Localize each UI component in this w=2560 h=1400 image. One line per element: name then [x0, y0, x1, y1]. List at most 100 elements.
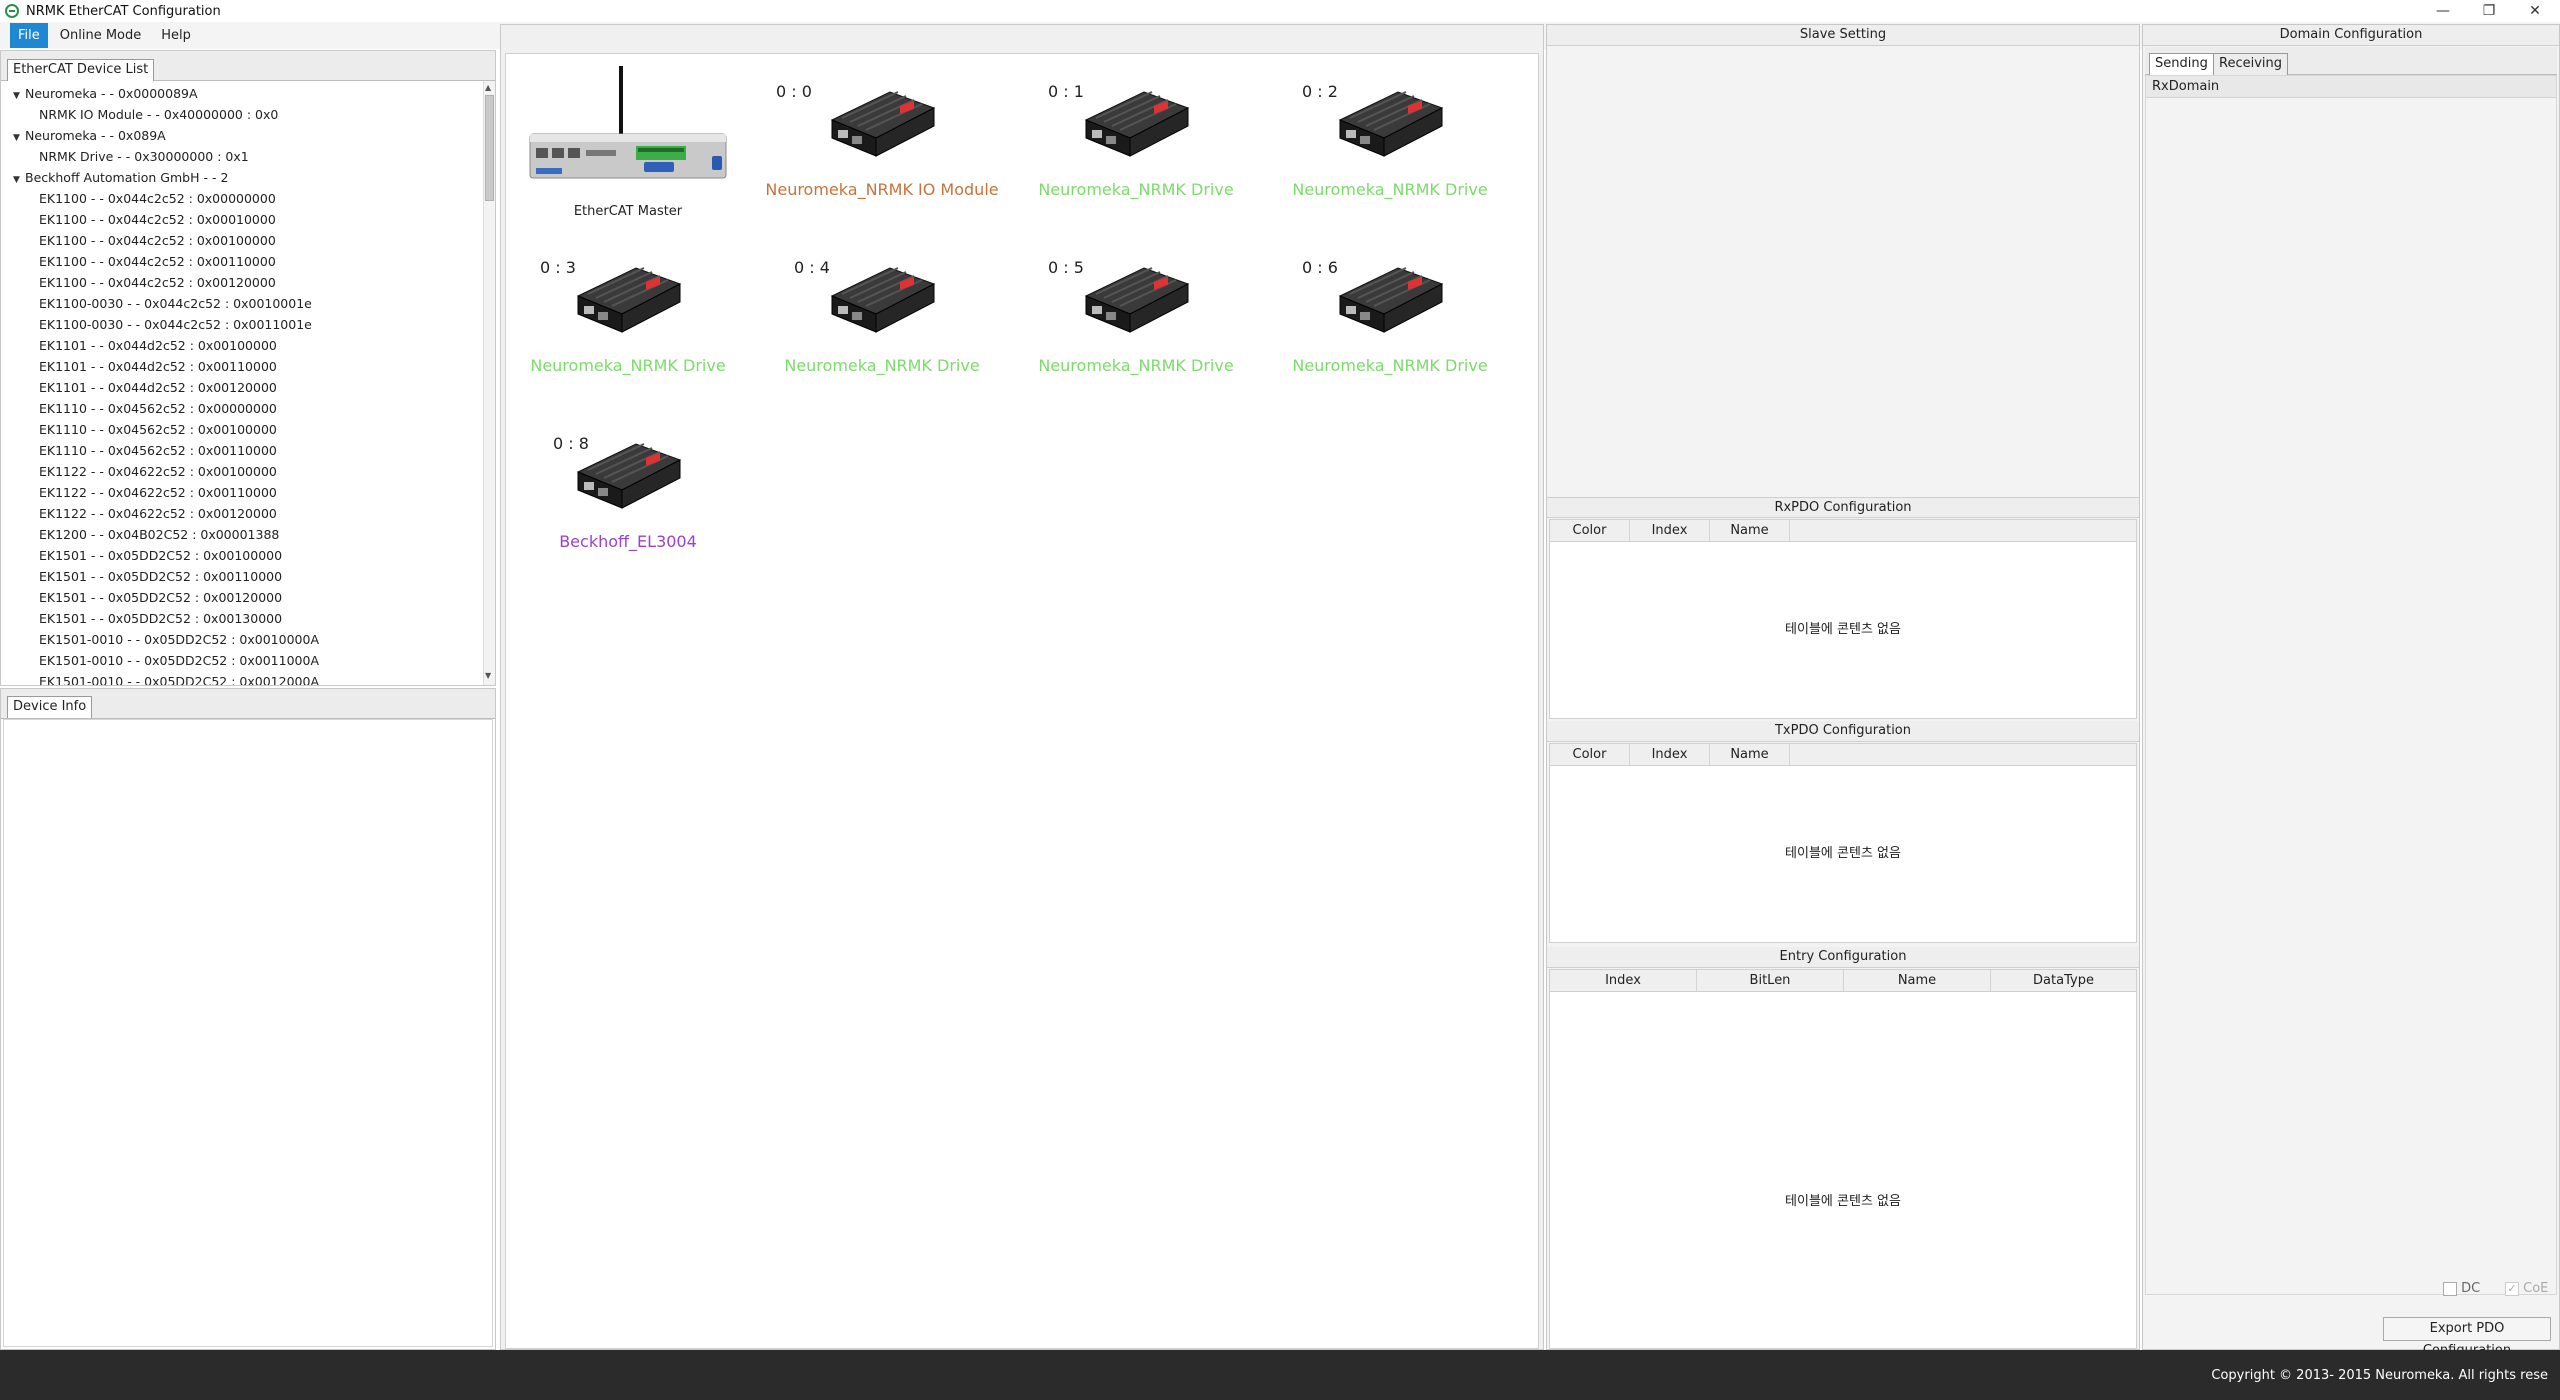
slave-device[interactable]: 0 : 3 Neuromeka_NRMK Drive [508, 258, 748, 388]
tree-device-node[interactable]: EK1100-0030 - - 0x044c2c52 : 0x0010001e [3, 293, 481, 314]
dc-option[interactable]: DC [2443, 1281, 2480, 1296]
txpdo-col-color[interactable]: Color [1550, 744, 1630, 765]
tree-device-node[interactable]: EK1501-0010 - - 0x05DD2C52 : 0x0010000A [3, 629, 481, 650]
tree-device-node[interactable]: NRMK IO Module - - 0x40000000 : 0x0 [3, 104, 481, 125]
tree-device-node[interactable]: EK1110 - - 0x04562c52 : 0x00100000 [3, 419, 481, 440]
drive-icon [576, 443, 682, 509]
topology-canvas [505, 53, 1539, 1349]
tree-vendor-node[interactable]: ▼Beckhoff Automation GmbH - - 2 [3, 167, 481, 188]
restore-button[interactable]: ❐ [2482, 3, 2496, 19]
domain-item[interactable]: RxDomain [2146, 76, 2556, 98]
tree-device-node[interactable]: EK1122 - - 0x04622c52 : 0x00100000 [3, 461, 481, 482]
slave-device[interactable]: 0 : 0 Neuromeka_NRMK IO Module [762, 82, 1002, 212]
rxpdo-col-filler [1790, 520, 2136, 541]
tree-device-node[interactable]: EK1501 - - 0x05DD2C52 : 0x00110000 [3, 566, 481, 587]
entry-col-name[interactable]: Name [1844, 970, 1991, 991]
entry-col-datatype[interactable]: DataType [2033, 973, 2094, 988]
slave-label: Neuromeka_NRMK Drive [784, 356, 980, 375]
tree-device-node[interactable]: EK1100 - - 0x044c2c52 : 0x00010000 [3, 209, 481, 230]
menu-help[interactable]: Help [161, 28, 191, 43]
app-icon [5, 4, 19, 18]
domain-config-column: Domain Configuration Sending Receiving R… [2142, 24, 2560, 1358]
menu-online-mode[interactable]: Online Mode [59, 28, 142, 43]
slave-device[interactable]: 0 : 8 Beckhoff_EL3004 [508, 434, 748, 564]
slave-device[interactable]: 0 : 2 Neuromeka_NRMK Drive [1270, 82, 1510, 212]
tree-device-node[interactable]: EK1501 - - 0x05DD2C52 : 0x00130000 [3, 608, 481, 629]
rxpdo-col-name[interactable]: Name [1710, 520, 1790, 541]
slave-label: Neuromeka_NRMK Drive [1038, 356, 1234, 375]
entry-col-index[interactable]: Index [1550, 970, 1697, 991]
tree-device-node[interactable]: EK1100-0030 - - 0x044c2c52 : 0x0011001e [3, 314, 481, 335]
tree-device-node[interactable]: EK1122 - - 0x04622c52 : 0x00120000 [3, 503, 481, 524]
tree-node-label: EK1501-0010 - - 0x05DD2C52 : 0x0010000A [39, 632, 319, 647]
expand-toggle-icon[interactable]: ▼ [13, 175, 20, 185]
tree-device-node[interactable]: EK1101 - - 0x044d2c52 : 0x00120000 [3, 377, 481, 398]
tree-device-node[interactable]: EK1100 - - 0x044c2c52 : 0x00000000 [3, 188, 481, 209]
tree-node-label: EK1110 - - 0x04562c52 : 0x00110000 [39, 443, 277, 458]
minimize-button[interactable]: — [2436, 3, 2450, 19]
txpdo-col-filler [1790, 744, 2136, 765]
tab-ethercat-device-list[interactable]: EtherCAT Device List [7, 59, 155, 81]
device-list-panel: EtherCAT Device List ▼ Neuromeka - - 0x00… [0, 50, 496, 686]
entry-columns: Index BitLen Name DataType [1550, 970, 2136, 992]
tree-device-node[interactable]: EK1501 - - 0x05DD2C52 : 0x00120000 [3, 587, 481, 608]
txpdo-col-name[interactable]: Name [1710, 744, 1790, 765]
scroll-up-icon[interactable]: ▲ [485, 83, 492, 92]
entry-col-bitlen[interactable]: BitLen [1697, 970, 1844, 991]
entry-empty-message: 테이블에 콘텐츠 없음 [1785, 1194, 1901, 1209]
ethercat-master[interactable]: EtherCAT Master [508, 64, 748, 224]
slave-device[interactable]: 0 : 1 Neuromeka_NRMK Drive [1016, 82, 1256, 212]
rxpdo-col-color[interactable]: Color [1550, 520, 1630, 541]
tree-device-node[interactable]: NRMK Drive - - 0x30000000 : 0x1 [3, 146, 481, 167]
tab-sending[interactable]: Sending [2149, 53, 2214, 75]
slave-device[interactable]: 0 : 4 Neuromeka_NRMK Drive [762, 258, 1002, 388]
txpdo-columns: Color Index Name [1550, 744, 2136, 766]
tree-node-label: Neuromeka - - 0x089A [25, 128, 166, 143]
dc-checkbox[interactable] [2443, 1281, 2457, 1296]
tree-device-node[interactable]: EK1501-0010 - - 0x05DD2C52 : 0x0012000A [3, 671, 481, 685]
window-title: NRMK EtherCAT Configuration [26, 3, 221, 19]
slave-address: 0 : 4 [794, 258, 830, 277]
tree-device-node[interactable]: EK1101 - - 0x044d2c52 : 0x00100000 [3, 335, 481, 356]
coe-option: ✓ CoE [2505, 1281, 2548, 1296]
tree-vendor-node[interactable]: ▼ Neuromeka - - 0x089A [3, 125, 481, 146]
tree-device-node[interactable]: EK1110 - - 0x04562c52 : 0x00000000 [3, 398, 481, 419]
master-device-icon [529, 66, 727, 179]
export-pdo-button[interactable]: Export PDO Configuration [2383, 1317, 2551, 1358]
expand-toggle-icon[interactable]: ▼ [13, 91, 20, 101]
slave-device[interactable]: 0 : 6 Neuromeka_NRMK Drive [1270, 258, 1510, 388]
tree-node-label: EK1501 - - 0x05DD2C52 : 0x00110000 [39, 569, 283, 584]
scroll-thumb[interactable] [485, 95, 494, 201]
tree-vendor-node[interactable]: ▼ Neuromeka - - 0x0000089A [3, 83, 481, 104]
master-label: EtherCAT Master [573, 204, 683, 219]
tree-device-node[interactable]: EK1501 - - 0x05DD2C52 : 0x00100000 [3, 545, 481, 566]
tree-node-label: EK1200 - - 0x04B02C52 : 0x00001388 [39, 527, 280, 542]
tree-device-node[interactable]: EK1100 - - 0x044c2c52 : 0x00120000 [3, 272, 481, 293]
device-tree: ▼ Neuromeka - - 0x0000089A NRMK IO Module … [3, 83, 481, 685]
tree-device-node[interactable]: EK1101 - - 0x044d2c52 : 0x00110000 [3, 356, 481, 377]
tree-device-node[interactable]: EK1501-0010 - - 0x05DD2C52 : 0x0011000A [3, 650, 481, 671]
slave-device[interactable]: 0 : 5 Neuromeka_NRMK Drive [1016, 258, 1256, 388]
slave-setting-header: Slave Setting [1547, 25, 2139, 46]
title-bar: NRMK EtherCAT Configuration — ❐ ✕ [0, 0, 2560, 22]
menu-file[interactable]: File [10, 23, 48, 48]
rxpdo-col-index[interactable]: Index [1630, 520, 1710, 541]
tree-node-label: EK1501 - - 0x05DD2C52 : 0x00130000 [39, 611, 283, 626]
tree-device-node[interactable]: EK1110 - - 0x04562c52 : 0x00110000 [3, 440, 481, 461]
tab-device-info[interactable]: Device Info [7, 696, 93, 718]
tree-device-node[interactable]: EK1100 - - 0x044c2c52 : 0x00110000 [3, 251, 481, 272]
tree-device-node[interactable]: EK1122 - - 0x04622c52 : 0x00110000 [3, 482, 481, 503]
device-info-panel: Device Info [0, 688, 496, 1350]
entry-table: Index BitLen Name DataType 테이블에 콘텐츠 없음 [1549, 969, 2137, 1349]
tree-device-node[interactable]: EK1200 - - 0x04B02C52 : 0x00001388 [3, 524, 481, 545]
close-button[interactable]: ✕ [2529, 3, 2541, 19]
tree-node-label: EK1122 - - 0x04622c52 : 0x00110000 [39, 485, 277, 500]
expand-toggle-icon[interactable]: ▼ [13, 133, 20, 143]
scroll-down-icon[interactable]: ▼ [485, 671, 492, 680]
tree-device-node[interactable]: EK1100 - - 0x044c2c52 : 0x00100000 [3, 230, 481, 251]
tree-node-label: Neuromeka - - 0x0000089A [25, 86, 198, 101]
txpdo-col-index[interactable]: Index [1630, 744, 1710, 765]
tree-node-label: EK1100-0030 - - 0x044c2c52 : 0x0011001e [39, 317, 312, 332]
tab-receiving[interactable]: Receiving [2213, 53, 2289, 75]
device-tree-scrollbar[interactable]: ▲ ▼ [483, 81, 495, 685]
